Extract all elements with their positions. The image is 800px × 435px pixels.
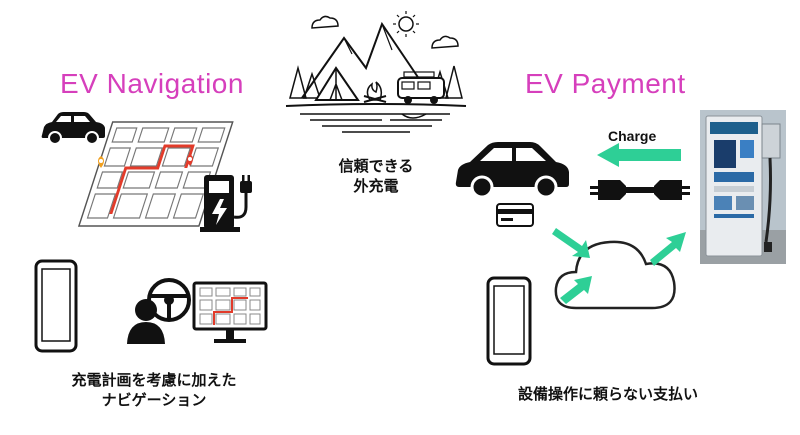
navigation-caption-line2: ナビゲーション: [101, 391, 207, 409]
center-caption: 信頼できる 外充電: [312, 156, 440, 196]
car-icon: [38, 111, 108, 145]
ev-navigation-title: EV Navigation: [60, 68, 244, 99]
payment-caption: 設備操作に頼らない支払い: [517, 385, 698, 403]
center-caption-line1: 信頼できる: [338, 157, 414, 175]
payment-card-icon: [496, 203, 534, 227]
driver-at-wheel-icon: [124, 276, 194, 346]
charging-station-icon: [200, 171, 270, 233]
ev-payment-title: EV Payment: [525, 68, 686, 99]
center-caption-line2: 外充電: [353, 177, 399, 195]
car-icon: [452, 140, 572, 200]
charge-label: Charge: [608, 128, 657, 144]
monitor-map-icon: [192, 281, 268, 347]
cloud-icon: [548, 224, 698, 324]
charging-station-photo: [700, 110, 786, 264]
navigation-caption-line1: 充電計画を考慮に加えた: [71, 371, 237, 389]
charging-cable-icon: [590, 176, 690, 204]
charge-arrow-icon: [597, 143, 683, 167]
smartphone-icon: [34, 259, 78, 353]
smartphone-icon: [486, 276, 532, 366]
navigation-caption: 充電計画を考慮に加えた ナビゲーション: [38, 370, 270, 410]
street-map-icon: [77, 118, 234, 233]
outdoor-camping-scene-icon: [282, 10, 468, 140]
